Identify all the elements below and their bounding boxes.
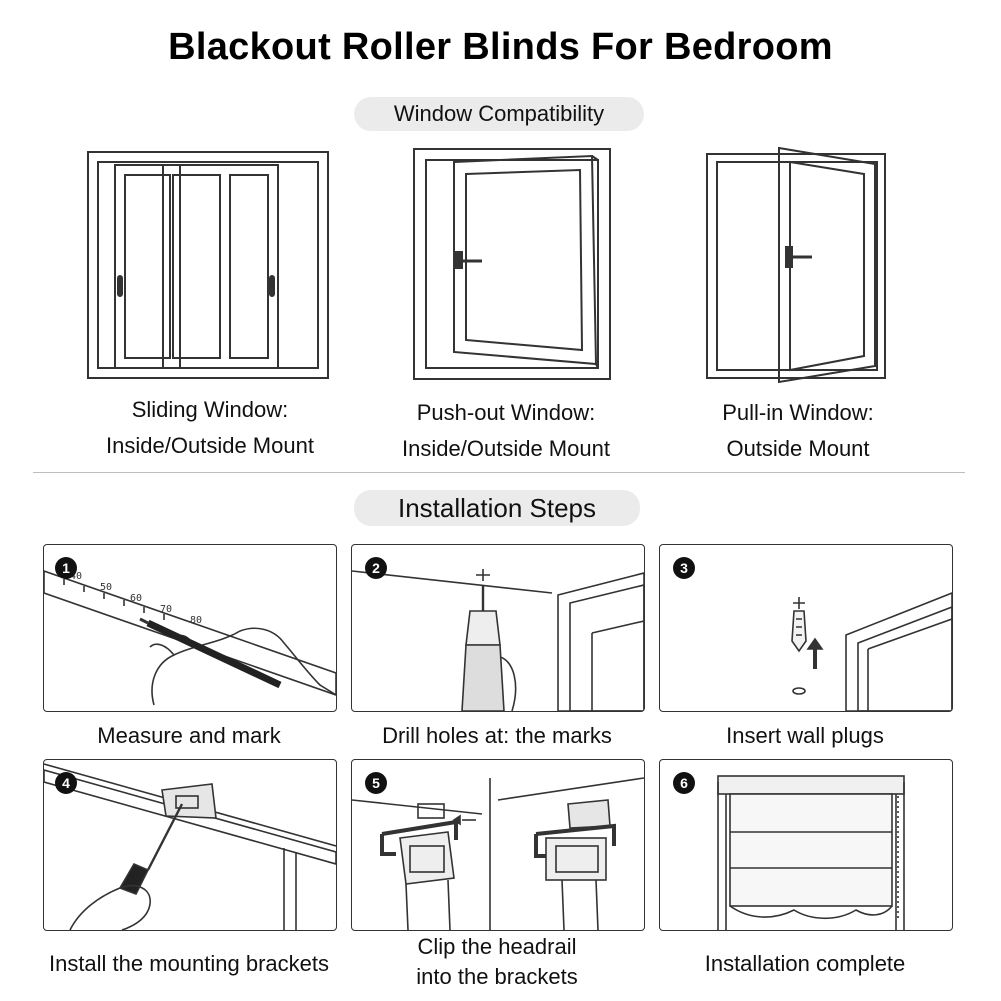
step-badge-4: 4	[55, 772, 77, 794]
step-caption-3: Insert wall plugs	[726, 723, 884, 748]
window-caption-line2: Inside/Outside Mount	[106, 433, 314, 458]
window-types-illustration	[87, 146, 886, 384]
step-caption-5: Clip the headrail into the brackets	[351, 932, 643, 992]
page-title: Blackout Roller Blinds For Bedroom	[168, 26, 833, 68]
sliding-window-icon	[87, 151, 329, 379]
step-panel-5: 5	[351, 759, 645, 931]
step-number: 3	[680, 560, 688, 576]
step-panel-2: 2	[351, 544, 645, 712]
step-badge-5: 5	[365, 772, 387, 794]
window-caption-line2: Outside Mount	[726, 436, 870, 461]
wall-plug-icon: 3	[673, 557, 952, 711]
roller-blind-icon: 6	[673, 772, 905, 930]
screwdriver-icon: 4	[44, 763, 336, 930]
step-panel-4: 4	[43, 759, 337, 931]
step-number: 4	[62, 775, 70, 791]
ruler-mark-label: 60	[130, 593, 142, 604]
step-number: 5	[372, 775, 380, 791]
section-divider	[33, 472, 965, 473]
step-caption-2: Drill holes at: the marks	[382, 723, 612, 748]
step-caption-6: Installation complete	[704, 951, 906, 976]
bracket-clip-icon: 5	[352, 772, 644, 930]
step-badge-6: 6	[673, 772, 695, 794]
ruler-mark-label: 80	[190, 615, 202, 626]
window-caption-pull-in: Pull-in Window: Outside Mount	[648, 395, 948, 467]
step-caption-line1: Clip the headrail	[417, 934, 577, 959]
window-caption-line1: Pull-in Window:	[722, 400, 874, 425]
step-badge-3: 3	[673, 557, 695, 579]
step-number: 2	[372, 560, 380, 576]
ruler-mark-label: 70	[160, 604, 172, 615]
ruler-mark-label: 40	[70, 571, 82, 582]
ruler-pencil-icon: 40 50 60 70 80 1	[44, 557, 336, 706]
step-panel-1: 40 50 60 70 80 1	[43, 544, 337, 712]
drill-icon: 2	[352, 557, 644, 711]
window-caption-line1: Sliding Window:	[131, 397, 289, 422]
section-label-installation-steps: Installation Steps	[354, 490, 640, 526]
step-badge-2: 2	[365, 557, 387, 579]
step-number: 6	[680, 775, 688, 791]
step-panel-3: 3	[659, 544, 953, 712]
step-badge-1: 1	[55, 557, 77, 579]
push-out-window-icon	[413, 148, 611, 380]
step-caption-line2: into the brackets	[416, 964, 578, 989]
window-caption-line1: Push-out Window:	[416, 400, 596, 425]
pull-in-window-icon	[706, 146, 886, 384]
step-caption-1: Measure and mark	[97, 723, 281, 748]
section-label-window-compatibility: Window Compatibility	[354, 97, 644, 131]
step-number: 1	[62, 560, 70, 576]
step-panel-6: 6	[659, 759, 953, 931]
window-caption-push-out: Push-out Window: Inside/Outside Mount	[356, 395, 656, 467]
step-caption-4: Install the mounting brackets	[48, 951, 330, 976]
window-caption-sliding: Sliding Window: Inside/Outside Mount	[60, 392, 360, 464]
window-caption-line2: Inside/Outside Mount	[402, 436, 610, 461]
ruler-mark-label: 50	[100, 582, 112, 593]
